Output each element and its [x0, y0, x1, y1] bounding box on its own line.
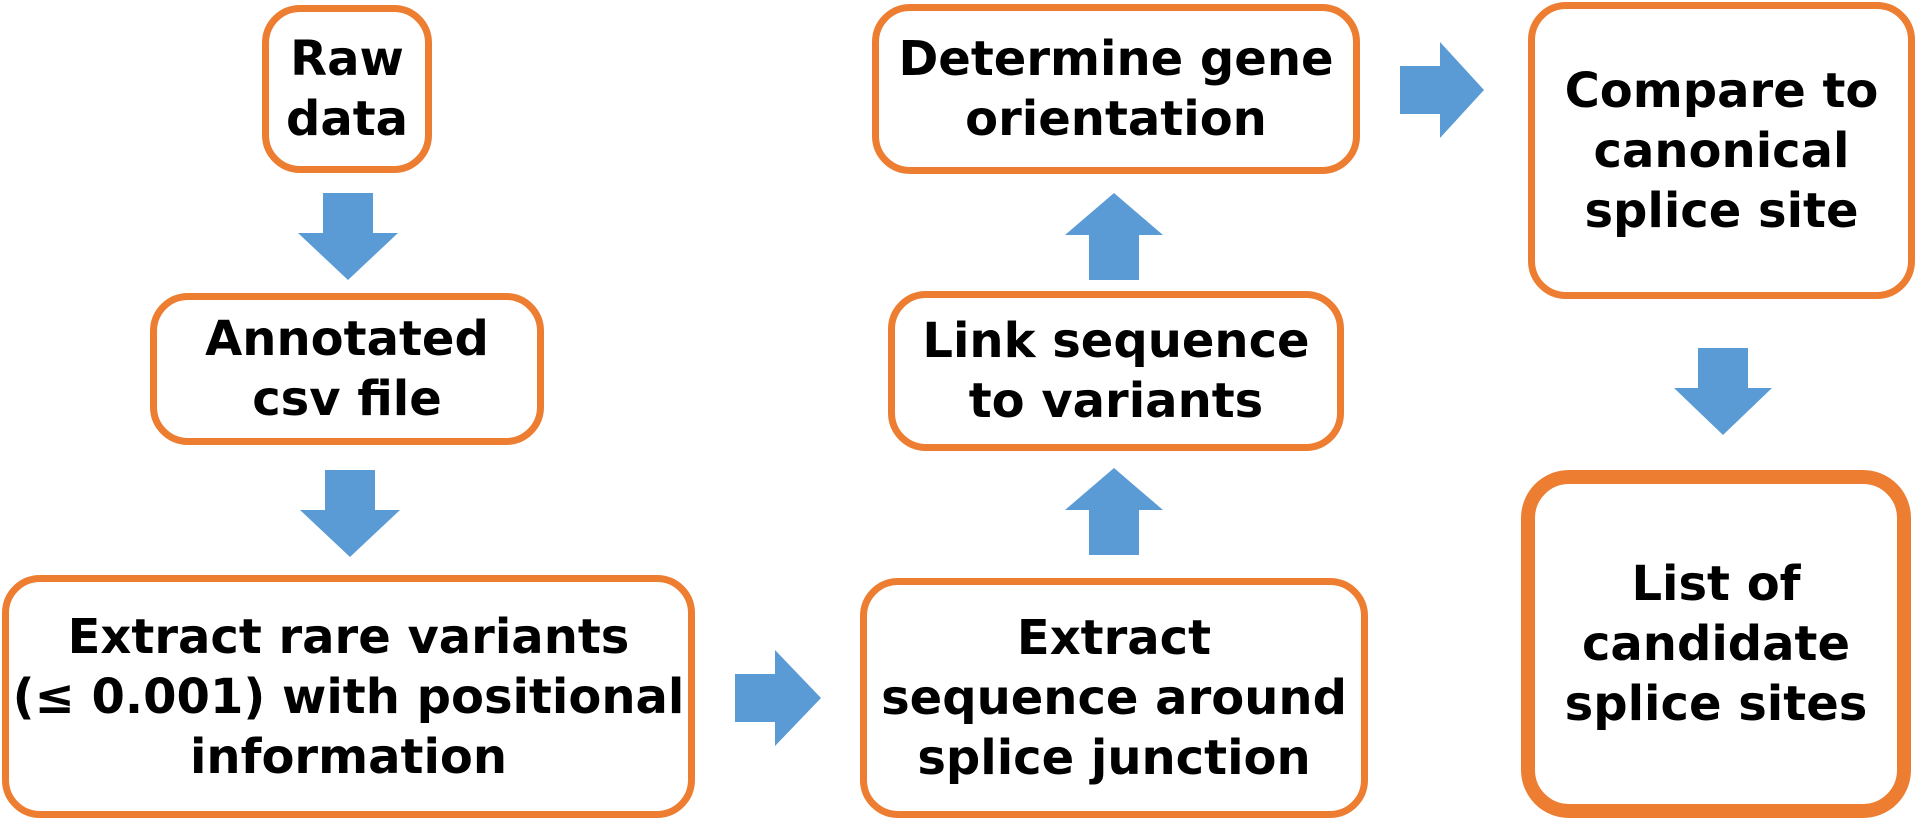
extract-rare-variants-label-line1: Extract rare variants [67, 608, 630, 665]
link-sequence-label-line2: to variants [968, 373, 1264, 429]
arrow-up-icon [1065, 468, 1163, 555]
compare-canonical-label-line2: canonical [1593, 122, 1850, 179]
candidate-list-label-line3: splice sites [1564, 676, 1868, 732]
candidate-list-label-line1: List of [1631, 556, 1801, 612]
extract-sequence-label-line3: splice junction [917, 730, 1311, 786]
gene-orientation-label-line1: Determine gene [898, 31, 1334, 87]
candidate-list-label-line2: candidate [1581, 616, 1851, 672]
link-sequence-box: Link sequence to variants [888, 291, 1344, 451]
arrow-right-icon [1400, 42, 1484, 138]
gene-orientation-box: Determine gene orientation [872, 4, 1360, 174]
annotated-csv-label-line2: csv file [252, 371, 442, 427]
raw-data-label-line2: data [285, 91, 409, 147]
arrow-down-icon [1674, 348, 1772, 435]
raw-data-box: Raw data [262, 5, 432, 173]
extract-rare-variants-box: Extract rare variants (≤ 0.001) with pos… [2, 575, 695, 818]
raw-data-label-line1: Raw [290, 31, 404, 87]
arrow-right-icon [735, 650, 821, 746]
compare-canonical-label-line1: Compare to [1564, 62, 1879, 119]
arrow-down-icon [298, 193, 398, 280]
extract-sequence-label-line1: Extract [1016, 610, 1212, 666]
extract-rare-variants-label-line3: information [189, 728, 508, 785]
candidate-list-box: List of candidate splice sites [1521, 470, 1911, 818]
annotated-csv-box: Annotated csv file [150, 293, 544, 445]
extract-rare-variants-label-line2: (≤ 0.001) with positional [12, 668, 685, 725]
extract-sequence-label-line2: sequence around [881, 670, 1347, 726]
compare-canonical-box: Compare to canonical splice site [1528, 2, 1915, 299]
link-sequence-label-line1: Link sequence [922, 313, 1310, 369]
arrow-down-icon [300, 470, 400, 557]
compare-canonical-label-line3: splice site [1584, 182, 1859, 239]
extract-sequence-box: Extract sequence around splice junction [860, 578, 1368, 818]
annotated-csv-label-line1: Annotated [205, 311, 489, 367]
arrow-up-icon [1065, 193, 1163, 280]
gene-orientation-label-line2: orientation [965, 91, 1267, 147]
